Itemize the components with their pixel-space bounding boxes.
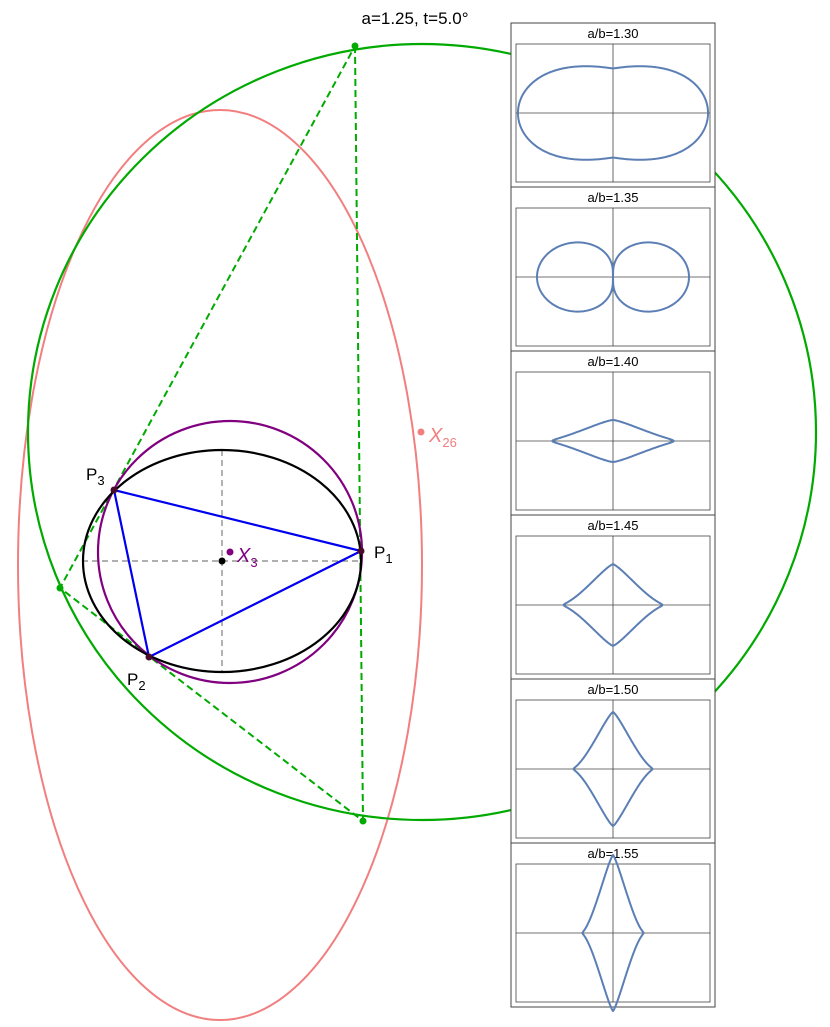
tangential-circle (26, 42, 818, 822)
vertex-p3-dot (110, 486, 118, 494)
label-p1: P1 (374, 543, 393, 566)
panel-title: a/b=1.45 (588, 518, 639, 533)
label-p3: P3 (86, 465, 105, 488)
label-x26: X26 (428, 425, 457, 450)
orbit-triangle (112, 488, 365, 659)
panel-title: a/b=1.40 (588, 354, 639, 369)
panel-curve (516, 65, 710, 161)
panel-title: a/b=1.35 (588, 190, 639, 205)
panel-curve (551, 419, 675, 463)
vertex-p1-dot (357, 547, 365, 555)
x26-locus-ellipse (17, 109, 423, 1021)
panel-curve (572, 710, 654, 828)
label-x3: X3 (236, 545, 258, 570)
panel-curve (535, 241, 691, 313)
label-p2: P2 (127, 670, 146, 693)
x3-dot (226, 548, 234, 556)
billiard-ellipse (81, 448, 363, 674)
vertex-p2-dot (145, 653, 153, 661)
panel-title: a/b=1.55 (588, 846, 639, 861)
panel-title: a/b=1.50 (588, 682, 639, 697)
panel-title: a/b=1.30 (588, 26, 639, 41)
tangential-vertex-top (351, 42, 359, 50)
panel-curve (562, 563, 664, 647)
x26-dot (417, 428, 425, 436)
panel-curve (581, 853, 645, 1013)
ratio-panels: a/b=1.30 a/b=1.35 a/b=1.40 a/b=1.45 a/b=1.50… (510, 22, 716, 1013)
diagram-title: a=1.25, t=5.0° (362, 9, 469, 28)
ellipse-center-dot (218, 557, 226, 565)
tangential-triangle (58, 42, 365, 824)
tangential-vertex-left (56, 584, 64, 592)
tangential-vertex-bottom (359, 817, 367, 825)
